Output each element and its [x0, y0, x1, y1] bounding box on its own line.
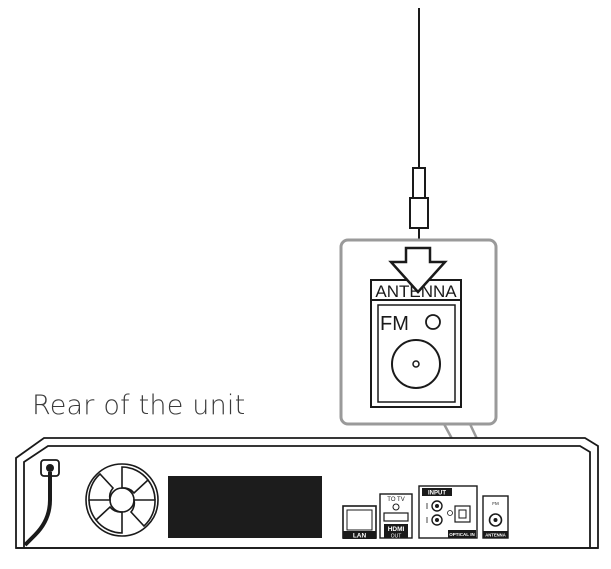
lan-label: LAN	[353, 533, 367, 540]
insert-arrow-icon	[388, 246, 448, 294]
fm-antenna-wire	[409, 8, 429, 250]
power-cord	[23, 459, 60, 547]
optical-in-port	[454, 505, 471, 523]
hdmi-out-port: TO TV HDMI OUT	[379, 493, 413, 540]
lan-port: LAN	[342, 505, 377, 540]
hdmi-label: HDMI	[388, 526, 405, 533]
caption-rear-of-unit: Rear of the unit	[32, 390, 246, 421]
rear-label-plate	[168, 476, 322, 538]
optical-in-label: OPTICAL IN	[449, 532, 474, 537]
unit-fm-antenna-jack: FM ANTENNA	[482, 495, 509, 539]
antenna-terminal-panel: ANTENNA FM	[370, 279, 462, 408]
to-tv-label: TO TV	[387, 497, 404, 503]
unit-fm-label: FM	[492, 501, 499, 506]
aux-right-jack	[431, 514, 443, 526]
input-section: INPUT OPTICAL IN	[418, 485, 478, 539]
fm-antenna-jack	[391, 339, 441, 389]
aux-left-jack	[431, 500, 443, 512]
fm-label: FM	[380, 313, 409, 335]
fm-screw-hole	[425, 314, 441, 330]
hdmi-out-label: OUT	[391, 534, 402, 540]
input-label: INPUT	[428, 491, 446, 497]
fan-grille	[85, 463, 159, 537]
unit-antenna-label: ANTENNA	[485, 533, 505, 538]
fm-jack-center	[412, 360, 420, 368]
